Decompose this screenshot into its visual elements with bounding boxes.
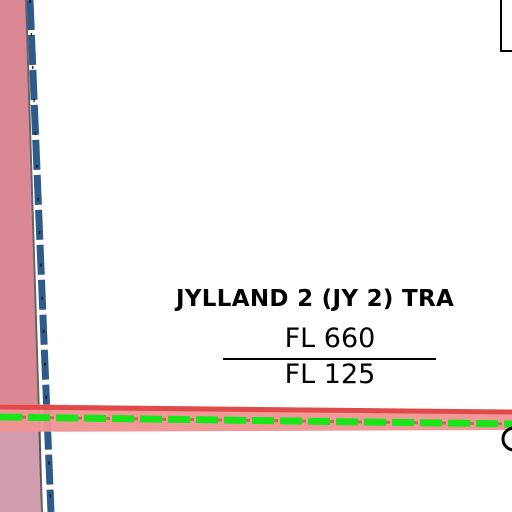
top-right-frame (500, 0, 512, 52)
upper-limit: FL 660 (284, 323, 376, 354)
horizontal-boundary-line (0, 404, 512, 415)
airspace-name: JYLLAND 2 (JY 2) TRA (176, 286, 455, 312)
vertical-boundary-band (0, 0, 41, 512)
limit-divider (223, 358, 436, 360)
vertical-boundary-band-shade (0, 428, 41, 512)
horizontal-green-route-line (0, 413, 512, 428)
lower-limit: FL 125 (284, 359, 376, 390)
waypoint-marker (501, 426, 512, 452)
